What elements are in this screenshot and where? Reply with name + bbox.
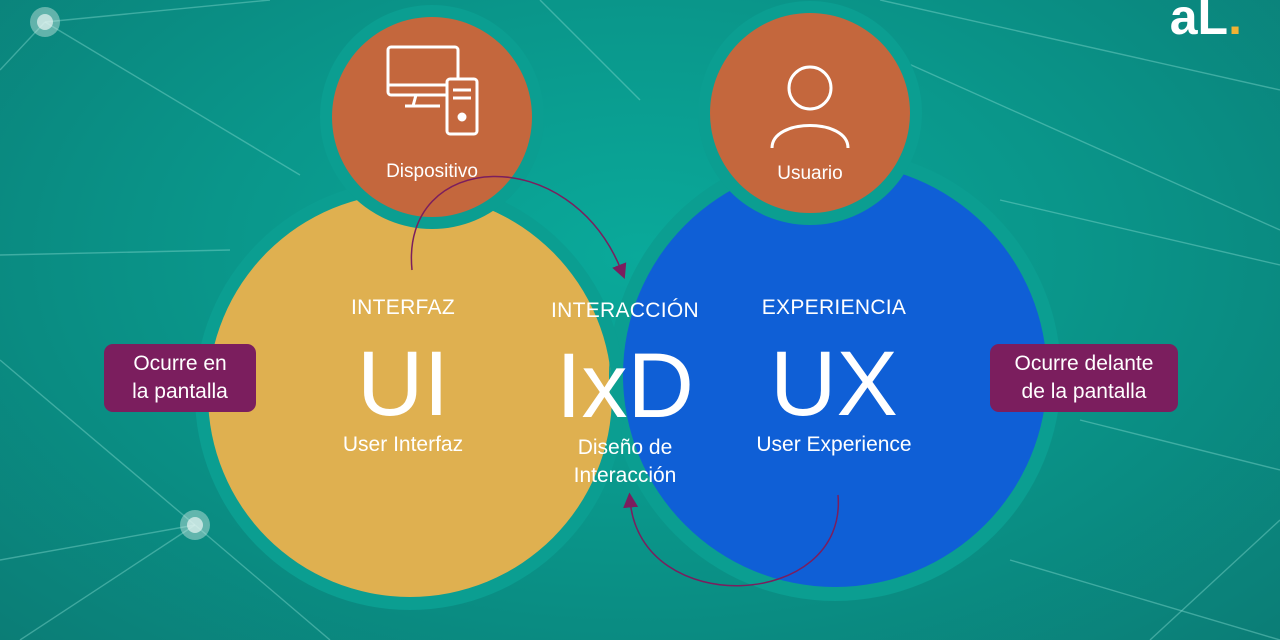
left-note-box: Ocurre en la pantalla: [104, 344, 256, 412]
network-nodes: [30, 7, 210, 540]
user-label: Usuario: [777, 163, 843, 184]
ixd-subtitle-line1: Diseño de: [577, 436, 673, 459]
left-note-line1: Ocurre en: [133, 352, 227, 375]
ux-heading: EXPERIENCIA: [761, 296, 907, 319]
brand-logo: aL.: [1170, 0, 1242, 46]
right-note-box: Ocurre delante de la pantalla: [990, 344, 1178, 412]
device-circle: [332, 17, 532, 217]
logo-dot: .: [1228, 0, 1242, 45]
user-circle: [710, 13, 910, 213]
ux-subtitle: User Experience: [756, 433, 912, 456]
ixd-subtitle-line2: Interacción: [573, 464, 677, 487]
logo-text: aL: [1169, 0, 1229, 45]
ixd-heading: INTERACCIÓN: [551, 299, 699, 322]
ui-acronym: UI: [357, 333, 449, 435]
ux-circle: [623, 163, 1047, 587]
right-note-line2: de la pantalla: [1021, 380, 1147, 403]
ui-subtitle: User Interfaz: [342, 433, 464, 456]
computer-icon: [386, 45, 479, 136]
arrow-ux-to-ixd: [623, 492, 839, 587]
device-label: Dispositivo: [386, 161, 478, 182]
user-icon: [770, 65, 850, 149]
left-note-line2: la pantalla: [132, 380, 228, 403]
ixd-acronym: IxD: [556, 335, 694, 437]
arrow-ui-to-ixd: [410, 175, 627, 279]
ui-heading: INTERFAZ: [351, 296, 455, 319]
ux-acronym: UX: [770, 333, 898, 435]
ui-circle: [208, 193, 612, 597]
right-note-line1: Ocurre delante: [1014, 352, 1154, 375]
